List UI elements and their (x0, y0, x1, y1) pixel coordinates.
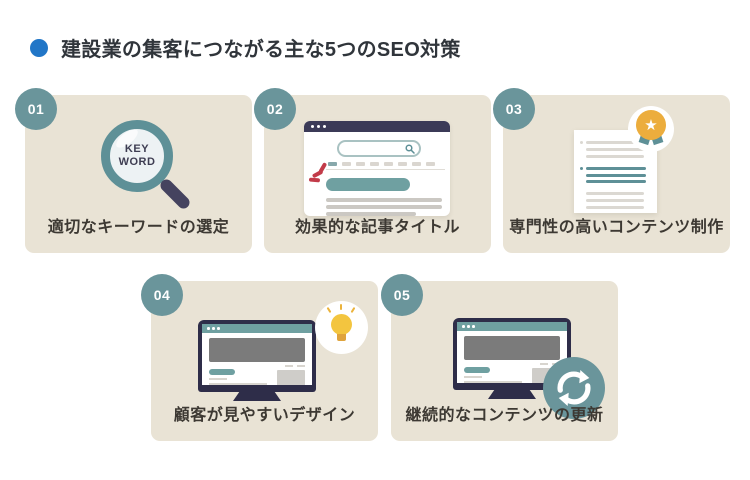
document-icon: ★ (574, 106, 674, 213)
refresh-icon (543, 357, 605, 419)
search-icon (405, 143, 415, 154)
text-line (586, 198, 644, 202)
monitor-icon (198, 320, 316, 401)
window-dot-icon (462, 325, 465, 328)
text-line (586, 155, 644, 158)
nav-tab (384, 162, 393, 166)
card-number-badge: 02 (254, 88, 296, 130)
page-title: 建設業の集客につながる主な5つのSEO対策 (61, 39, 461, 61)
seo-card-01: 01 KEY WORD 適切なキーワードの選定 (15, 88, 252, 253)
text-line (209, 383, 267, 385)
keyword-magnifier-icon: KEY WORD (101, 120, 173, 192)
highlight-line (586, 180, 646, 183)
text-line (586, 148, 644, 151)
medal-icon: ★ (628, 106, 674, 152)
site-header-bar (202, 324, 312, 333)
card-label: 専門性の高いコンテンツ制作 (509, 219, 724, 236)
text-line (464, 381, 522, 383)
nav-tab (328, 162, 337, 166)
nav-tabs (328, 162, 435, 166)
card-label: 効果的な記事タイトル (294, 219, 460, 236)
star-icon: ★ (636, 110, 666, 140)
text-line (326, 212, 416, 216)
keyword-line2: WORD (118, 156, 156, 168)
nav-tab (412, 162, 421, 166)
highlight-line (580, 167, 646, 170)
window-dot-icon (217, 327, 220, 330)
content-row (209, 365, 305, 385)
window-dot-icon (472, 325, 475, 328)
button-pill (464, 367, 490, 373)
monitor-frame (198, 320, 316, 392)
card-number-badge: 04 (141, 274, 183, 316)
seo-card-04: 04 (141, 274, 378, 441)
text-line (586, 205, 644, 209)
hero-image-block (464, 336, 560, 360)
window-dot-icon (207, 327, 210, 330)
keyword-line1: KEY (124, 142, 150, 155)
card-number-badge: 05 (381, 274, 423, 316)
card-label: 適切なキーワードの選定 (47, 219, 230, 236)
text-line (464, 376, 482, 378)
browser-titlebar (304, 121, 450, 132)
monitor-stand (233, 392, 281, 401)
card-number-badge: 03 (493, 88, 535, 130)
keyword-text: KEY WORD (119, 143, 156, 169)
site-header-bar (457, 322, 567, 331)
window-dot-icon (467, 325, 470, 328)
image-box (277, 370, 305, 385)
nav-tab (356, 162, 365, 166)
monitor-stand (488, 390, 536, 399)
window-dot-icon (311, 125, 314, 128)
text-line (209, 378, 227, 380)
page-header: 建設業の集客につながる主な5つのSEO対策 (30, 33, 461, 62)
card-label: 継続的なコンテンツの更新 (405, 407, 604, 424)
highlight-line (586, 173, 646, 177)
text-line (586, 191, 644, 195)
magnifier-handle (158, 177, 192, 211)
button-pill (209, 369, 235, 375)
window-dot-icon (212, 327, 215, 330)
text-line (326, 198, 442, 202)
browser-window-icon (304, 121, 450, 216)
text-dash (540, 363, 548, 365)
nav-tab (342, 162, 351, 166)
bullet-dot-icon (30, 38, 48, 57)
nav-tab (426, 162, 435, 166)
window-dot-icon (317, 125, 320, 128)
lightbulb-icon (315, 301, 368, 354)
search-bar (337, 140, 421, 157)
card-number-badge: 01 (15, 88, 57, 130)
window-dot-icon (323, 125, 326, 128)
nav-tab (370, 162, 379, 166)
card-label: 顧客が見やすいデザイン (173, 407, 356, 424)
text-line (580, 141, 644, 144)
seo-card-02: 02 (254, 88, 491, 253)
nav-tab (398, 162, 407, 166)
seo-card-03: 03 ★ 専門性の高いコンテンツ制作 (493, 88, 730, 253)
hero-image-block (209, 338, 305, 362)
text-line (326, 205, 442, 209)
article-title-bar (326, 178, 410, 191)
text-dash (285, 365, 293, 367)
divider (326, 169, 445, 170)
seo-card-05: 05 (381, 274, 618, 441)
text-dash (297, 365, 305, 367)
monitor-screen (202, 324, 312, 385)
